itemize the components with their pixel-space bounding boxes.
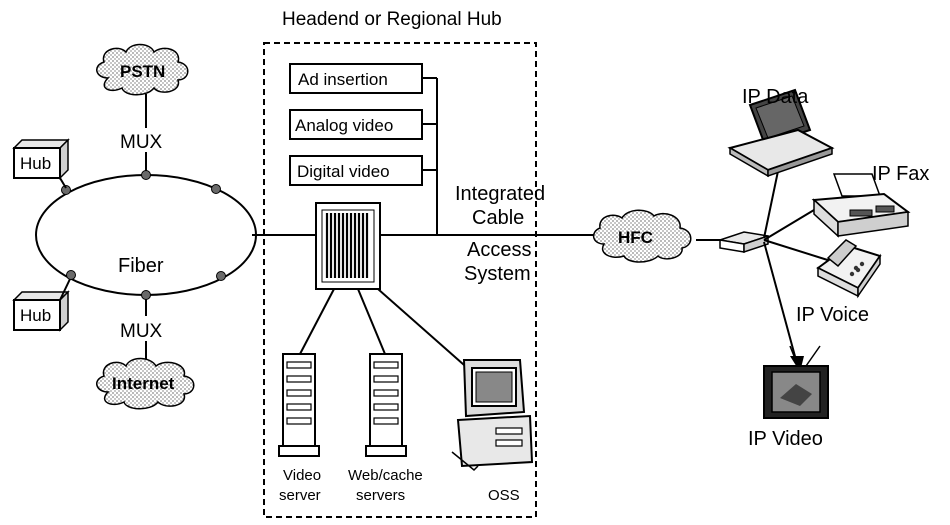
source-label: Ad insertion [298, 70, 388, 89]
video-server-icon [278, 353, 320, 457]
internet-label: Internet [112, 374, 175, 393]
fiber-label: Fiber [118, 255, 164, 277]
mux-bottom-label: MUX [120, 321, 163, 342]
internet-cloud-icon: Internet [96, 357, 195, 410]
hub-bottom: Hub [12, 278, 71, 332]
fax-machine-icon [811, 173, 911, 238]
source-box-digital-video: Digital video [289, 155, 423, 186]
source-label: Digital video [297, 162, 390, 181]
cmts-rack-icon [315, 202, 381, 290]
cable-modem-icon [719, 231, 769, 254]
oss-label: OSS [488, 487, 520, 504]
hub-top: Hub [12, 138, 70, 189]
svg-text:System: System [464, 263, 531, 285]
headend-boundary [263, 42, 537, 518]
hfc-label: HFC [618, 228, 653, 247]
ring-nodes [61, 170, 226, 300]
ip-voice-label: IP Voice [796, 304, 869, 326]
svg-text:Hub: Hub [20, 306, 51, 325]
web-cache-server-icon [365, 353, 407, 457]
web-server-label: servers [356, 487, 405, 504]
laptop-icon [727, 88, 835, 178]
video-server-label: server [279, 487, 321, 504]
svg-text:Access: Access [467, 239, 531, 261]
svg-text:Integrated: Integrated [455, 183, 545, 205]
cmts-label: Integrated Cable Access System [455, 183, 545, 285]
source-label: Analog video [295, 116, 393, 135]
source-connectors [422, 77, 438, 235]
source-box-ad-insertion: Ad insertion [289, 63, 423, 94]
ip-data-label: IP Data [742, 86, 809, 108]
svg-text:Hub: Hub [20, 154, 51, 173]
mux-top-label: MUX [120, 132, 163, 153]
pstn-cloud-icon: PSTN [96, 43, 189, 96]
source-box-analog-video: Analog video [289, 109, 423, 140]
server-connectors [299, 288, 473, 373]
web-server-label: Web/cache [348, 467, 423, 484]
pstn-label: PSTN [120, 62, 165, 81]
ip-video-label: IP Video [748, 428, 823, 450]
phone-icon [816, 239, 882, 299]
video-server-label: Video [283, 467, 321, 484]
oss-computer-icon [451, 359, 534, 472]
hub-title: Headend or Regional Hub [282, 9, 502, 30]
ip-fax-label: IP Fax [872, 163, 929, 185]
svg-text:Cable: Cable [472, 207, 524, 229]
endpoint-links [763, 151, 835, 361]
television-icon [763, 345, 829, 419]
backbone-lines [252, 234, 722, 241]
hfc-cloud-icon: HFC [592, 209, 692, 263]
